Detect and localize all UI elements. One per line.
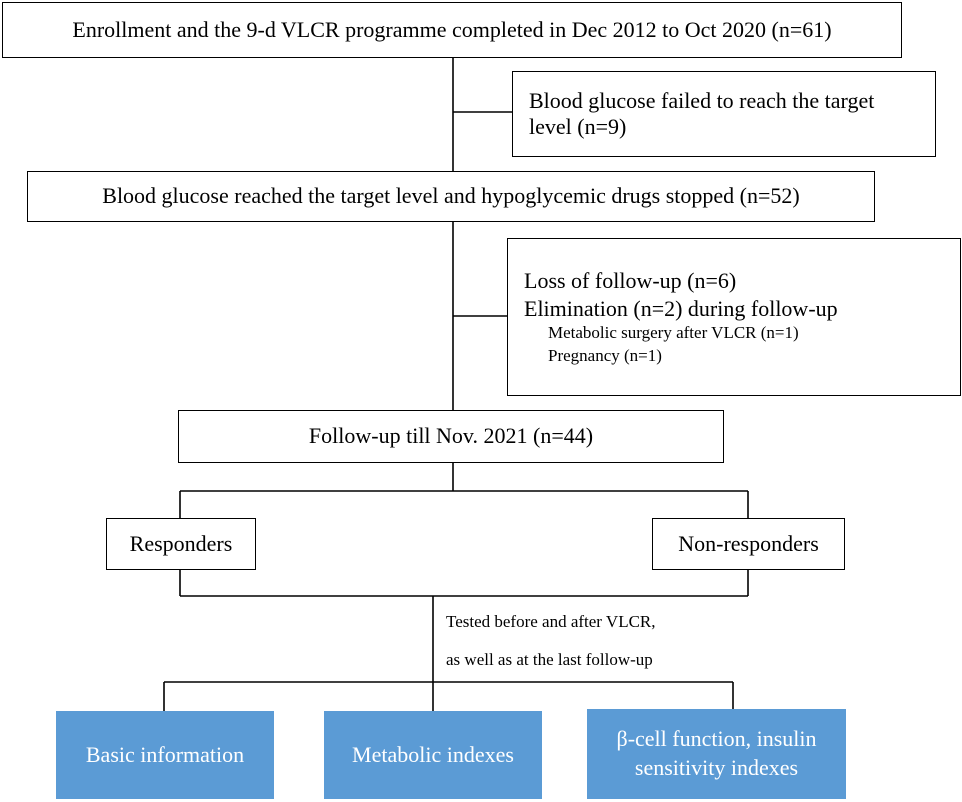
- metabolic-indexes-label: Metabolic indexes: [352, 741, 514, 767]
- responders-box: Responders: [106, 518, 256, 570]
- followup-box: Follow-up till Nov. 2021 (n=44): [178, 410, 724, 463]
- pregnancy-label: Pregnancy (n=1): [548, 345, 662, 365]
- loss-of-followup-label: Loss of follow-up (n=6): [524, 268, 737, 294]
- metabolic-surgery-label: Metabolic surgery after VLCR (n=1): [548, 323, 799, 343]
- tested-note-line2: as well as at the last follow-up: [446, 650, 653, 669]
- enrollment-label: Enrollment and the 9-d VLCR programme co…: [72, 16, 832, 42]
- excluded-followup-box: Loss of follow-up (n=6) Elimination (n=2…: [507, 238, 961, 396]
- excluded-glucose-line2: level (n=9): [529, 114, 627, 139]
- non-responders-box: Non-responders: [652, 518, 845, 570]
- followup-label: Follow-up till Nov. 2021 (n=44): [308, 423, 594, 449]
- tested-note-line1: Tested before and after VLCR,: [446, 612, 656, 631]
- beta-cell-box: β-cell function, insulin sensitivity ind…: [587, 709, 846, 799]
- target-reached-label: Blood glucose reached the target level a…: [102, 183, 800, 209]
- non-responders-label: Non-responders: [678, 530, 819, 556]
- enrollment-box: Enrollment and the 9-d VLCR programme co…: [2, 2, 902, 58]
- metabolic-indexes-box: Metabolic indexes: [324, 711, 542, 799]
- excluded-glucose-box: Blood glucose failed to reach the target…: [512, 71, 936, 157]
- responders-label: Responders: [129, 530, 233, 556]
- elimination-label: Elimination (n=2) during follow-up: [524, 295, 838, 321]
- basic-information-box: Basic information: [56, 711, 274, 799]
- basic-information-label: Basic information: [85, 741, 245, 767]
- excluded-glucose-line1: Blood glucose failed to reach the target: [529, 87, 875, 113]
- beta-cell-line2: sensitivity indexes: [634, 755, 799, 780]
- beta-cell-line1: β-cell function, insulin: [616, 726, 817, 752]
- target-reached-box: Blood glucose reached the target level a…: [27, 171, 875, 222]
